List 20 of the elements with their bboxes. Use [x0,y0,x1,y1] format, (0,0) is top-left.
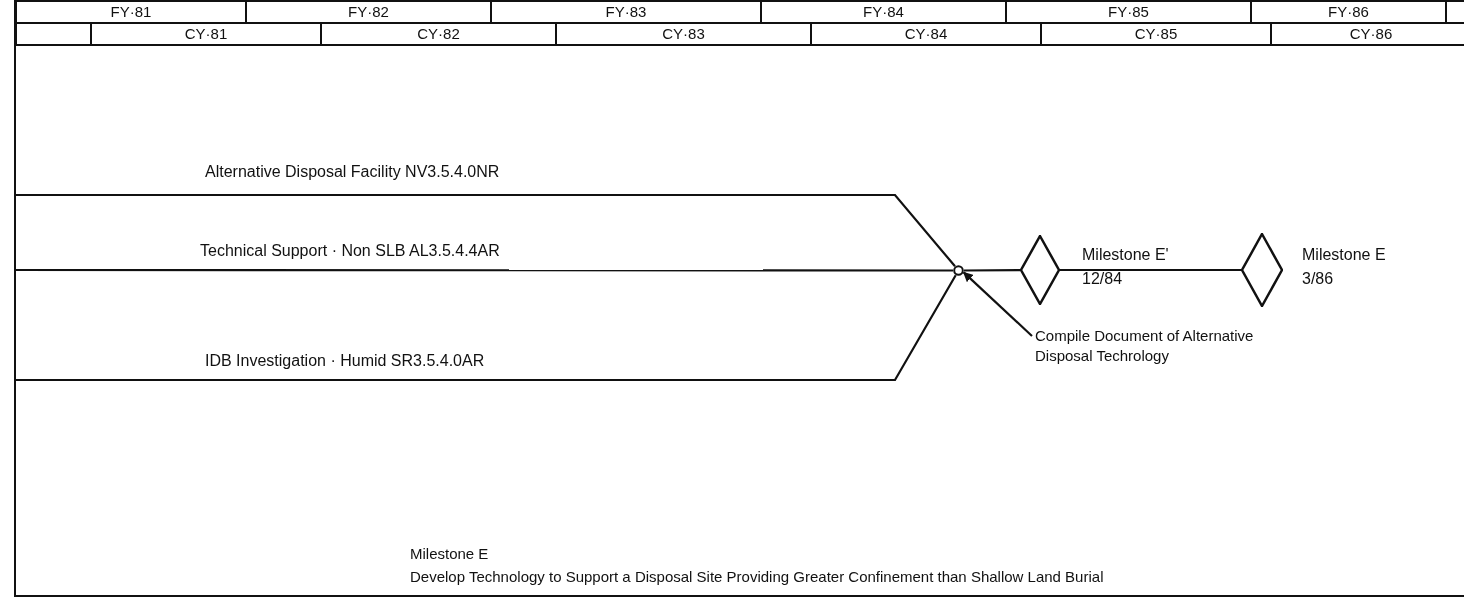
activity-line [15,268,953,272]
milestone-label: Milestone E' [1082,246,1169,264]
junction-circle [953,265,964,276]
connector-line [1060,268,1241,272]
edge-label: Alternative Disposal Facility NV3.5.4.0NR [205,163,500,181]
milestone-diamond [1241,233,1283,307]
milestone-date: 12/84 [1082,270,1123,288]
milestone-description: Develop Technology to Support a Disposal Site Providing Greater Confinement than Shallow Land Burial [410,568,1104,586]
connector-line [962,271,1033,337]
milestone-date: 3/86 [1302,270,1334,288]
connector-line [964,269,1021,272]
milestone-diamond [1020,235,1060,305]
milestone-label: Milestone E [1302,246,1386,264]
edge-label: Technical Support · Non SLB AL3.5.4.4AR [200,242,500,260]
year-header-cell: FY·81 [15,0,247,24]
activity-line [15,193,956,267]
edge-label: IDB Investigation · Humid SR3.5.4.0AR [205,352,485,370]
callout-text: Compile Document of Alternative Disposal Techrology [1035,326,1295,366]
activity-line [15,274,957,382]
milestone-heading: Milestone E [410,545,489,563]
